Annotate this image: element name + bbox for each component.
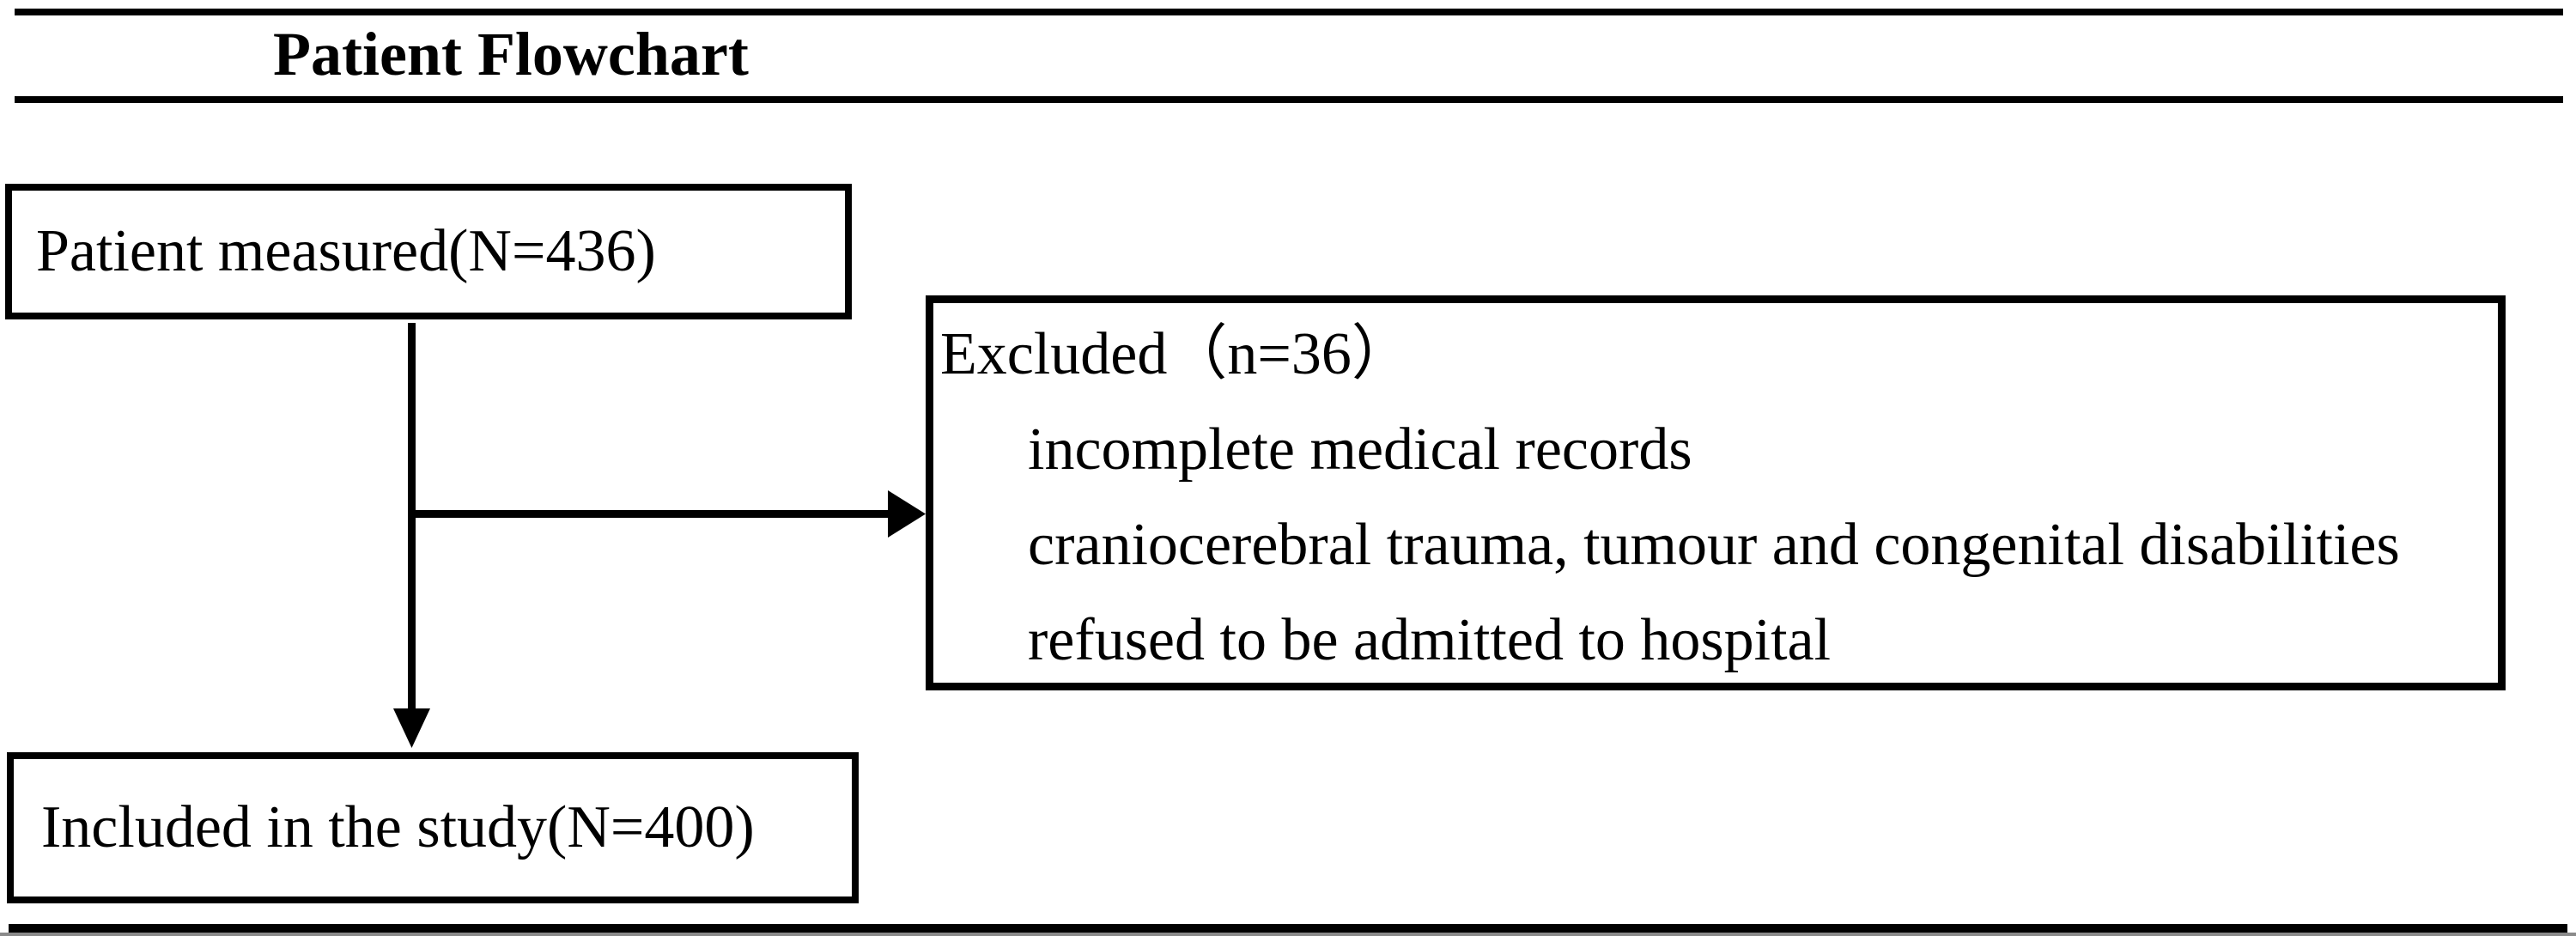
measured-box-label: Patient measured(N=436) (36, 217, 656, 284)
page-title: Patient Flowchart (273, 20, 749, 88)
right-arrowhead-icon (888, 490, 926, 538)
measured-box: Patient measured(N=436) (5, 184, 852, 319)
excluded-reason-refused-admission: refused to be admitted to hospital (1028, 607, 1832, 673)
excluded-box: Excluded（n=36） incomplete medical record… (926, 295, 2506, 690)
title-underline-rule (15, 96, 2563, 103)
down-arrowhead-icon (393, 708, 430, 748)
included-box: Included in the study(N=400) (7, 752, 859, 903)
page-edge-shadow (0, 933, 2576, 936)
included-box-label: Included in the study(N=400) (41, 793, 755, 860)
top-rule (15, 9, 2563, 15)
bottom-rule (9, 924, 2567, 933)
excluded-reason-incomplete-records: incomplete medical records (1028, 416, 1692, 483)
excluded-heading: Excluded（n=36） (940, 321, 1412, 387)
excluded-reason-trauma-tumour-disabilities: craniocerebral trauma, tumour and congen… (1028, 512, 2400, 578)
